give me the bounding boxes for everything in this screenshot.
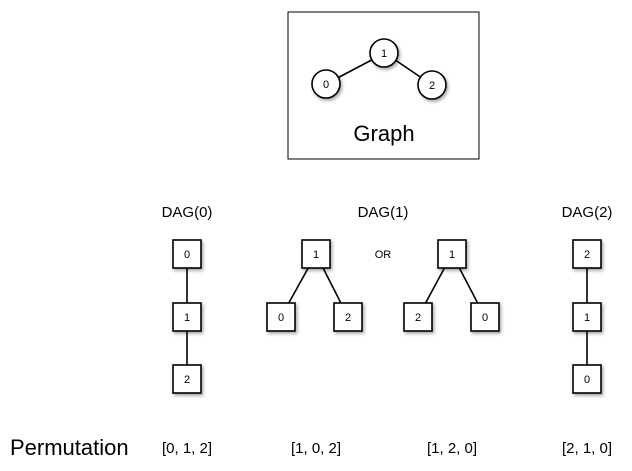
or-separator: OR bbox=[375, 249, 392, 261]
permutation-value: [0, 1, 2] bbox=[162, 440, 212, 457]
dag-1-left-child-left: 0 bbox=[266, 302, 296, 332]
node-label: 1 bbox=[449, 249, 455, 261]
dag-0-title: DAG(0) bbox=[162, 204, 213, 221]
graph-node-1: 1 bbox=[369, 38, 399, 68]
graph-node-2: 2 bbox=[417, 70, 447, 100]
node-label: 0 bbox=[184, 249, 190, 261]
dag-1-left-tree: 1 0 2 bbox=[266, 239, 363, 332]
node-label: 2 bbox=[184, 374, 190, 386]
permutation-value: [2, 1, 0] bbox=[562, 440, 612, 457]
dag-2-title: DAG(2) bbox=[562, 204, 613, 221]
node-label: 2 bbox=[584, 249, 590, 261]
dag-1-right-child-left: 2 bbox=[403, 302, 433, 332]
node-label: 2 bbox=[345, 312, 351, 324]
dag-2: DAG(2) 2 1 0 bbox=[562, 204, 613, 394]
dag-0-node-middle: 1 bbox=[172, 302, 202, 332]
node-label: 2 bbox=[415, 312, 421, 324]
dag-1-title: DAG(1) bbox=[358, 204, 409, 221]
dag-1-left-child-right: 2 bbox=[333, 302, 363, 332]
dag-0: DAG(0) 0 1 2 bbox=[162, 204, 213, 394]
graph-panel: 1 0 2 Graph bbox=[287, 11, 480, 160]
node-label: 1 bbox=[184, 312, 190, 324]
dag-0-node-top: 0 bbox=[172, 239, 202, 269]
graph-node-label: 0 bbox=[323, 79, 329, 91]
dag-2-node-middle: 1 bbox=[572, 302, 602, 332]
dag-1-right-tree: 1 2 0 bbox=[403, 239, 500, 332]
permutation-row: Permutation [0, 1, 2] [1, 0, 2] [1, 2, 0… bbox=[10, 435, 612, 460]
graph-node-0: 0 bbox=[311, 69, 341, 99]
dag-0-node-bottom: 2 bbox=[172, 364, 202, 394]
dag-1-right-child-right: 0 bbox=[470, 302, 500, 332]
dag-1-left-root: 1 bbox=[301, 239, 331, 269]
graph-caption: Graph bbox=[353, 121, 414, 146]
node-label: 0 bbox=[584, 374, 590, 386]
graph-node-label: 2 bbox=[429, 80, 435, 92]
node-label: 0 bbox=[278, 312, 284, 324]
graph-node-label: 1 bbox=[381, 48, 387, 60]
dag-2-node-bottom: 0 bbox=[572, 364, 602, 394]
permutation-value: [1, 0, 2] bbox=[291, 440, 341, 457]
dag-2-node-top: 2 bbox=[572, 239, 602, 269]
dag-1-right-root: 1 bbox=[437, 239, 467, 269]
dag-1: DAG(1) 1 0 2 OR 1 bbox=[266, 204, 500, 332]
node-label: 0 bbox=[482, 312, 488, 324]
permutation-label: Permutation bbox=[10, 435, 129, 460]
node-label: 1 bbox=[584, 312, 590, 324]
permutation-value: [1, 2, 0] bbox=[427, 440, 477, 457]
node-label: 1 bbox=[313, 249, 319, 261]
